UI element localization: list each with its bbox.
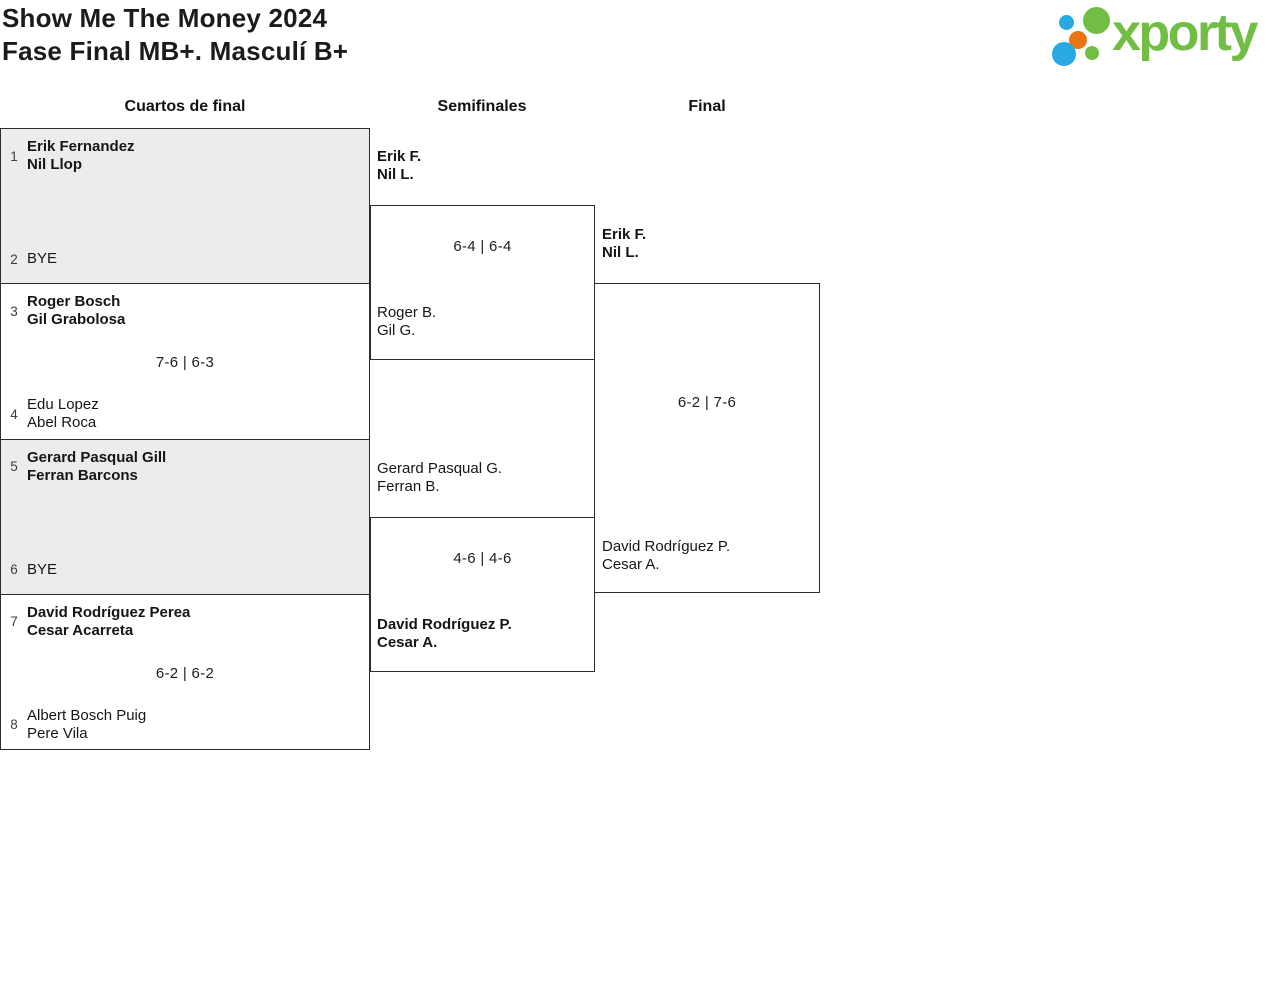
page-subtitle: Fase Final MB+. Masculí B+ bbox=[2, 36, 349, 66]
team-names: BYE bbox=[27, 250, 57, 268]
sf2-team-bottom: David Rodríguez P. Cesar A. bbox=[377, 616, 512, 652]
logo-dot-orange-icon bbox=[1069, 31, 1087, 49]
player-name: Ferran B. bbox=[377, 478, 440, 495]
player-name: BYE bbox=[27, 250, 58, 267]
team-row: 1 Erik Fernandez Nil Llop bbox=[1, 138, 369, 174]
player-name: BYE bbox=[27, 560, 58, 578]
player-name: Roger B. bbox=[377, 304, 437, 321]
logo-dot-green-small-icon bbox=[1085, 46, 1099, 60]
seed-number: 6 bbox=[10, 562, 18, 577]
player-name: Cesar Acarreta bbox=[27, 621, 134, 639]
match-qf-1: 1 Erik Fernandez Nil Llop 2 BYE bbox=[1, 129, 369, 284]
quarterfinals-column: 1 Erik Fernandez Nil Llop 2 BYE 3 Roger … bbox=[0, 128, 370, 750]
seed-number: 4 bbox=[10, 406, 18, 422]
sf1-team-top: Erik F. Nil L. bbox=[377, 148, 421, 184]
team-names: Erik Fernandez Nil Llop bbox=[27, 138, 135, 174]
seed-number: 8 bbox=[10, 717, 18, 733]
team-names: David Rodríguez Perea Cesar Acarreta bbox=[27, 604, 190, 640]
seed-number: 3 bbox=[10, 303, 18, 319]
match-final: 6-2 | 7-6 bbox=[594, 283, 820, 593]
seed-number: 1 bbox=[10, 148, 18, 164]
player-name: Ferran Barcons bbox=[27, 466, 138, 484]
logo-dot-blue-small-icon bbox=[1059, 15, 1074, 30]
final-team-bottom: David Rodríguez P. Cesar A. bbox=[602, 538, 730, 574]
player-name: Nil L. bbox=[602, 244, 639, 261]
seed-number: 2 bbox=[10, 251, 18, 267]
logo-dot-green-large-icon bbox=[1083, 7, 1110, 34]
team-names: Edu Lopez Abel Roca bbox=[27, 396, 99, 432]
player-name: Roger Bosch bbox=[27, 293, 121, 311]
seed-number: 5 bbox=[10, 459, 18, 474]
player-name: Erik Fernandez bbox=[27, 138, 135, 155]
team-row: 8 Albert Bosch Puig Pere Vila bbox=[1, 707, 369, 743]
match-score: 6-2 | 7-6 bbox=[677, 394, 737, 411]
team-names: BYE bbox=[27, 561, 57, 579]
final-team-top: Erik F. Nil L. bbox=[602, 226, 646, 262]
team-row: 2 BYE bbox=[1, 241, 369, 277]
round-header-final: Final bbox=[688, 98, 726, 115]
player-name: Gil G. bbox=[377, 322, 416, 339]
team-row: 3 Roger Bosch Gil Grabolosa bbox=[1, 293, 369, 329]
match-score: 6-2 | 6-2 bbox=[155, 664, 215, 682]
player-name: Pere Vila bbox=[27, 724, 88, 742]
player-name: Gerard Pasqual Gill bbox=[27, 448, 167, 466]
round-header-semifinales: Semifinales bbox=[437, 98, 527, 115]
page-title: Show Me The Money 2024 bbox=[2, 3, 328, 33]
player-name: Albert Bosch Puig bbox=[27, 706, 147, 724]
seed-number: 7 bbox=[10, 614, 18, 630]
sf1-team-bottom: Roger B. Gil G. bbox=[377, 304, 436, 340]
team-row: 6 BYE bbox=[1, 552, 369, 588]
player-name: Cesar A. bbox=[377, 634, 438, 651]
player-name: Edu Lopez bbox=[27, 396, 99, 414]
team-row: 4 Edu Lopez Abel Roca bbox=[1, 396, 369, 432]
player-name: David Rodríguez Perea bbox=[27, 603, 191, 621]
player-name: David Rodríguez P. bbox=[377, 616, 512, 633]
team-names: Albert Bosch Puig Pere Vila bbox=[27, 707, 146, 743]
player-name: Erik F. bbox=[602, 226, 647, 243]
match-qf-2: 3 Roger Bosch Gil Grabolosa 7-6 | 6-3 4 … bbox=[1, 283, 369, 439]
match-score: 7-6 | 6-3 bbox=[155, 354, 215, 372]
match-qf-4: 7 David Rodríguez Perea Cesar Acarreta 6… bbox=[1, 593, 369, 749]
match-score: 6-4 | 6-4 bbox=[453, 238, 512, 255]
player-name: Nil L. bbox=[377, 166, 414, 183]
player-name: Nil Llop bbox=[27, 156, 82, 173]
sf2-team-top: Gerard Pasqual G. Ferran B. bbox=[377, 460, 502, 496]
match-score: 4-6 | 4-6 bbox=[453, 550, 512, 567]
team-row: 5 Gerard Pasqual Gill Ferran Barcons bbox=[1, 449, 369, 485]
team-row: 7 David Rodríguez Perea Cesar Acarreta bbox=[1, 604, 369, 640]
team-names: Roger Bosch Gil Grabolosa bbox=[27, 293, 125, 329]
player-name: Abel Roca bbox=[27, 414, 97, 432]
player-name: Gerard Pasqual G. bbox=[377, 460, 503, 477]
player-name: David Rodríguez P. bbox=[602, 538, 731, 555]
player-name: Gil Grabolosa bbox=[27, 311, 126, 329]
player-name: Erik F. bbox=[377, 148, 422, 165]
logo-wordmark: xporty bbox=[1112, 4, 1258, 62]
match-qf-3: 5 Gerard Pasqual Gill Ferran Barcons 6 B… bbox=[1, 438, 369, 594]
logo-dot-blue-large-icon bbox=[1052, 42, 1076, 66]
match-sf-2: 4-6 | 4-6 bbox=[370, 517, 595, 672]
match-sf-1: 6-4 | 6-4 bbox=[370, 205, 595, 360]
round-header-cuartos: Cuartos de final bbox=[124, 98, 246, 115]
player-name: Cesar A. bbox=[602, 556, 660, 573]
team-names: Gerard Pasqual Gill Ferran Barcons bbox=[27, 449, 166, 485]
